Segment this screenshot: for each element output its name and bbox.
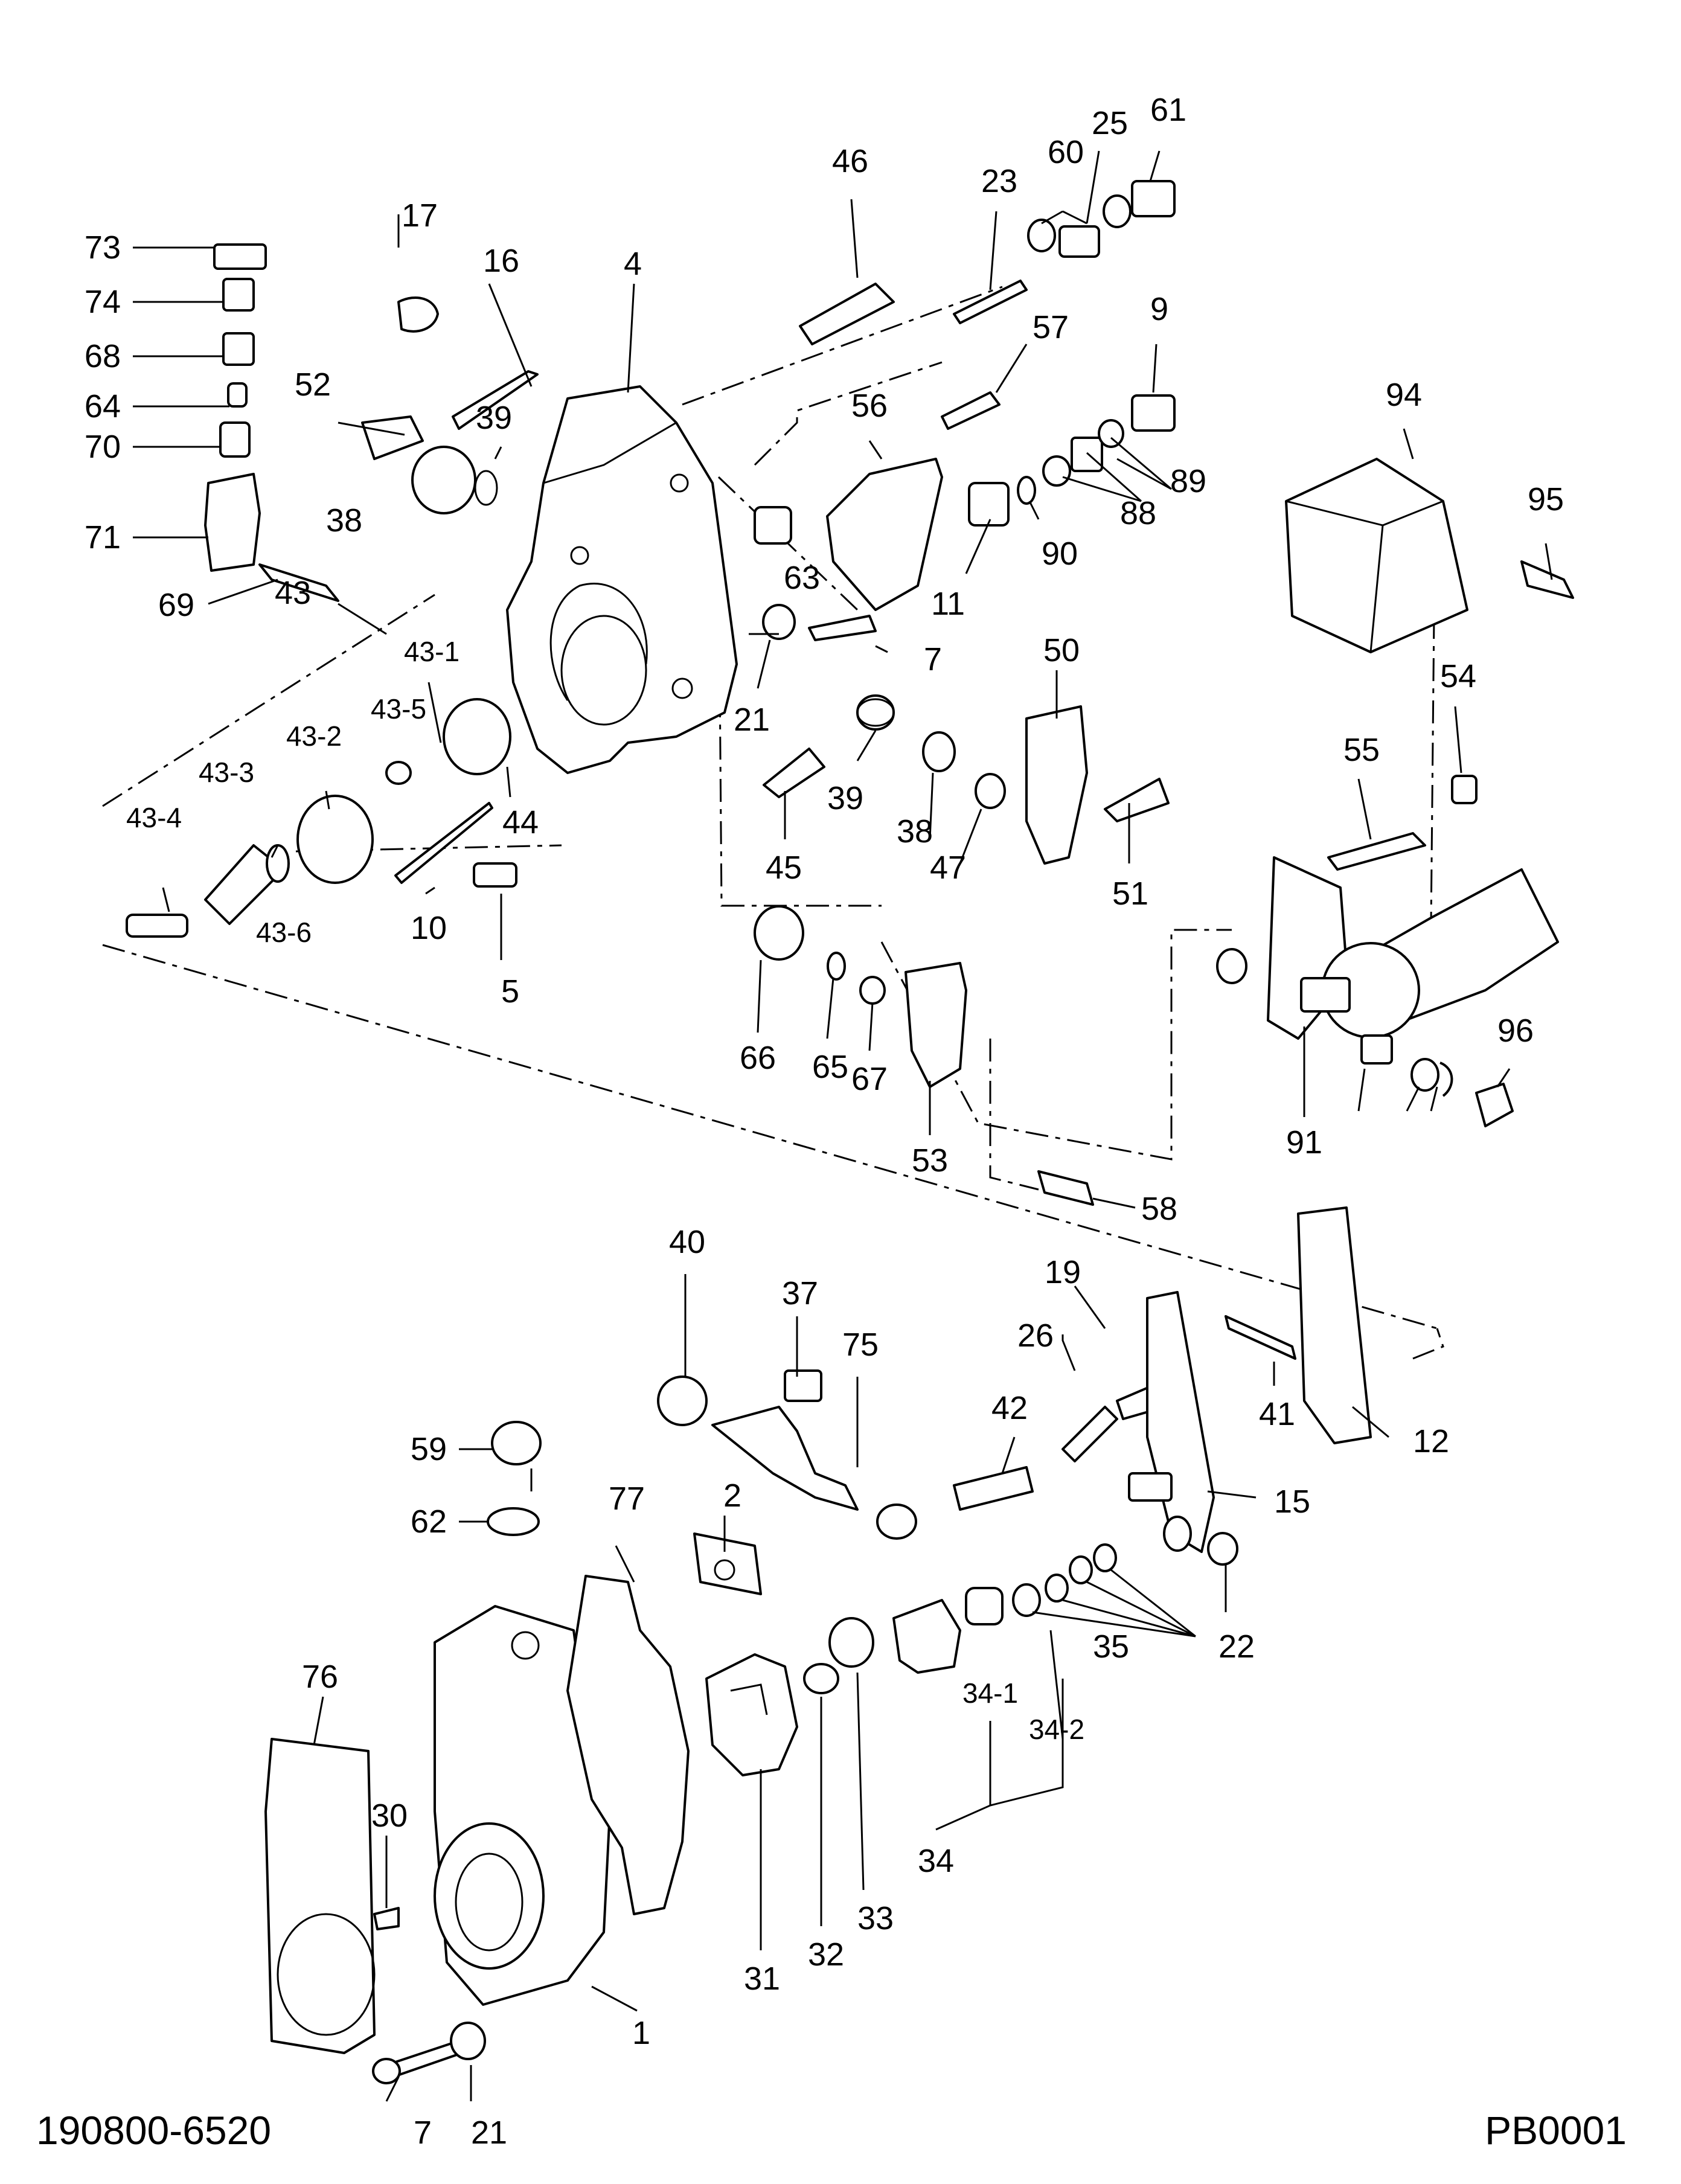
part-label: 39 <box>476 400 512 436</box>
part-label: 12 <box>1413 1423 1449 1459</box>
part-label: 43-4 <box>126 802 182 833</box>
part-label: 69 <box>158 587 194 623</box>
part-label: 96 <box>1497 1013 1534 1049</box>
governor-lever-group <box>657 1206 1372 1566</box>
part-label: 62 <box>411 1504 447 1540</box>
part-label: 61 <box>1150 92 1186 128</box>
part-label: 89 <box>1170 463 1206 499</box>
part-label: 50 <box>1043 632 1080 668</box>
part-label: 22 <box>1218 1628 1255 1665</box>
part-label: 77 <box>609 1481 645 1517</box>
part-label: 26 <box>1017 1318 1054 1354</box>
page-code: PB0001 <box>1485 2108 1627 2153</box>
part-label: 95 <box>1528 481 1564 517</box>
part-label: 74 <box>85 284 121 320</box>
part-label: 1 <box>632 2015 650 2051</box>
part-label: 34-1 <box>962 1677 1018 1709</box>
lower-housing-group <box>264 1421 1117 2084</box>
part-label: 43-2 <box>286 720 342 752</box>
leader-lines <box>133 150 1553 2102</box>
part-label: 67 <box>851 1061 888 1097</box>
part-label: 47 <box>930 850 966 886</box>
part-label: 54 <box>1440 658 1476 694</box>
part-label: 17 <box>402 197 438 234</box>
part-label: 53 <box>912 1142 948 1179</box>
part-label: 11 <box>931 586 965 622</box>
part-label: 59 <box>411 1431 447 1467</box>
part-label: 21 <box>471 2115 507 2151</box>
part-label: 16 <box>483 243 519 279</box>
part-label: 71 <box>85 519 121 556</box>
part-label: 19 <box>1045 1254 1081 1290</box>
pump-housing-4 <box>506 385 738 774</box>
part-label: 44 <box>502 804 539 841</box>
part-label: 35 <box>1093 1628 1129 1665</box>
part-label: 88 <box>1120 495 1156 531</box>
part-label: 56 <box>851 388 888 424</box>
part-label: 63 <box>784 560 820 596</box>
part-label: 21 <box>734 702 770 738</box>
part-label: 94 <box>1386 377 1422 413</box>
part-label: 23 <box>981 163 1017 199</box>
part-label: 73 <box>85 229 121 266</box>
top-right-small-parts <box>754 180 1176 865</box>
part-label: 52 <box>295 367 331 403</box>
part-label: 34-2 <box>1029 1714 1084 1745</box>
solenoid-assembly <box>1216 458 1574 1127</box>
part-label: 46 <box>832 143 868 179</box>
part-label: 57 <box>1033 309 1069 345</box>
part-label: 42 <box>991 1390 1028 1426</box>
part-label: 68 <box>85 338 121 374</box>
part-label: 38 <box>326 502 362 539</box>
part-label: 51 <box>1112 876 1148 912</box>
part-label: 66 <box>740 1040 776 1076</box>
plate-53-group <box>754 905 1094 1206</box>
left-small-parts <box>126 243 539 938</box>
part-label: 37 <box>782 1275 818 1311</box>
part-label: 5 <box>501 973 519 1010</box>
part-label: 43-3 <box>199 757 254 788</box>
part-label: 4 <box>624 246 642 282</box>
part-label: 60 <box>1048 134 1084 170</box>
part-label: 76 <box>302 1659 338 1695</box>
part-label: 7 <box>414 2115 432 2151</box>
part-labels: 73 74 68 64 70 71 69 43 43-1 43-5 43-2 4… <box>85 92 1564 2151</box>
part-label: 15 <box>1274 1484 1310 1520</box>
part-label: 43-1 <box>404 636 459 667</box>
part-label: 25 <box>1092 105 1128 141</box>
part-label: 91 <box>1286 1124 1322 1161</box>
part-label: 30 <box>371 1798 408 1834</box>
part-label: 9 <box>1150 291 1168 327</box>
part-label: 43-6 <box>256 917 312 948</box>
part-label: 75 <box>842 1327 879 1363</box>
part-label: 31 <box>744 1961 780 1997</box>
part-label: 90 <box>1042 536 1078 572</box>
part-label: 10 <box>411 910 447 946</box>
alignment-lines <box>102 286 1444 1491</box>
part-label: 55 <box>1343 732 1380 768</box>
part-label: 41 <box>1259 1396 1295 1432</box>
drawing-number: 190800-6520 <box>36 2108 272 2153</box>
part-label: 32 <box>808 1936 844 1973</box>
part-label: 43 <box>275 575 311 611</box>
part-label: 40 <box>669 1224 705 1260</box>
part-label: 70 <box>85 429 121 465</box>
part-label: 33 <box>857 1900 894 1936</box>
part-label: 39 <box>827 780 863 816</box>
part-label: 58 <box>1141 1191 1177 1227</box>
part-label: 43-5 <box>371 693 426 725</box>
part-label: 64 <box>85 388 121 424</box>
part-label: 45 <box>766 850 802 886</box>
part-label: 38 <box>897 813 933 850</box>
part-label: 34 <box>918 1843 954 1879</box>
part-label: 2 <box>723 1478 741 1514</box>
part-label: 65 <box>812 1049 848 1085</box>
part-label: 7 <box>924 641 942 677</box>
